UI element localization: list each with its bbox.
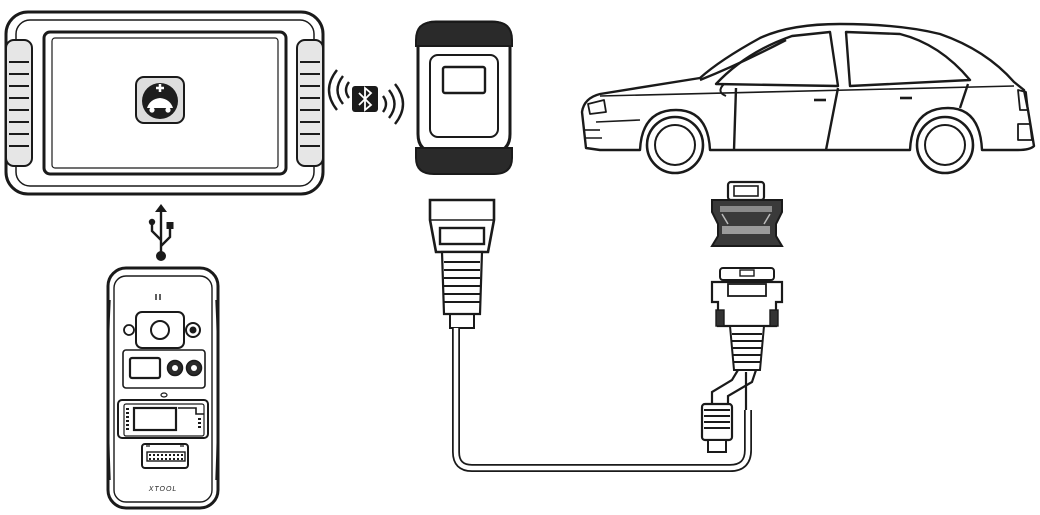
programmer-box [106,266,220,510]
bluetooth-icon [327,69,405,125]
tablet-device [4,10,325,196]
car-diagnostic-app-icon[interactable] [135,76,185,124]
sedan-car [580,22,1036,175]
db15-connector-cable [700,267,784,453]
programmer-brand-label: XTOOL [148,486,178,493]
obd-adapter [710,180,784,247]
obd-cable [428,198,752,472]
usb-icon [148,204,174,261]
vci-module [415,20,513,175]
